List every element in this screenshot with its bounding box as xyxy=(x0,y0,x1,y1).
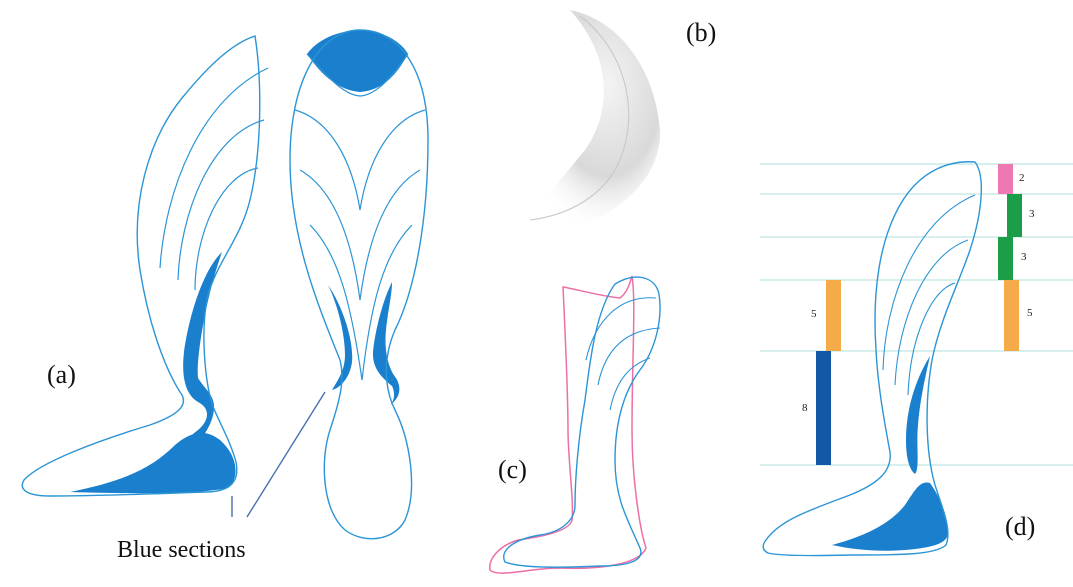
blue-section-right-shin-right xyxy=(373,282,399,405)
bar-right-pink xyxy=(998,164,1013,194)
bar-right-orange xyxy=(1004,280,1019,351)
blue-section-left-foot xyxy=(70,433,236,493)
bar-value-right-orange: 5 xyxy=(1027,307,1033,319)
blue-section-top-cap xyxy=(307,30,408,92)
bar-value-right-green-2: 3 xyxy=(1021,251,1027,263)
panel-label-b: (b) xyxy=(686,18,716,48)
bar-left-navy xyxy=(816,351,831,465)
panel-d-shape xyxy=(763,162,981,556)
caption-blue-sections: Blue sections xyxy=(117,537,246,564)
blue-section-left-shin xyxy=(178,252,222,452)
bar-value-right-pink: 2 xyxy=(1019,172,1025,184)
blue-section-d-foot xyxy=(832,482,948,550)
panel-label-a: (a) xyxy=(47,360,76,390)
pointer-line-right xyxy=(247,392,325,517)
feather-image xyxy=(528,10,660,226)
bar-right-green-2 xyxy=(998,237,1013,280)
panel-c-overlay xyxy=(490,276,660,573)
bar-value-left-navy: 8 xyxy=(802,402,808,414)
bar-right-green-1 xyxy=(1007,194,1022,237)
bar-value-right-green-1: 3 xyxy=(1029,208,1035,220)
panel-label-d: (d) xyxy=(1005,512,1035,542)
panel-label-c: (c) xyxy=(498,455,527,485)
bar-value-left-orange: 5 xyxy=(811,308,817,320)
panel-a-left-shape xyxy=(22,36,268,496)
panel-a-right-shape xyxy=(290,30,428,539)
panel-d-bars xyxy=(816,164,1022,465)
bar-left-orange xyxy=(826,280,841,351)
